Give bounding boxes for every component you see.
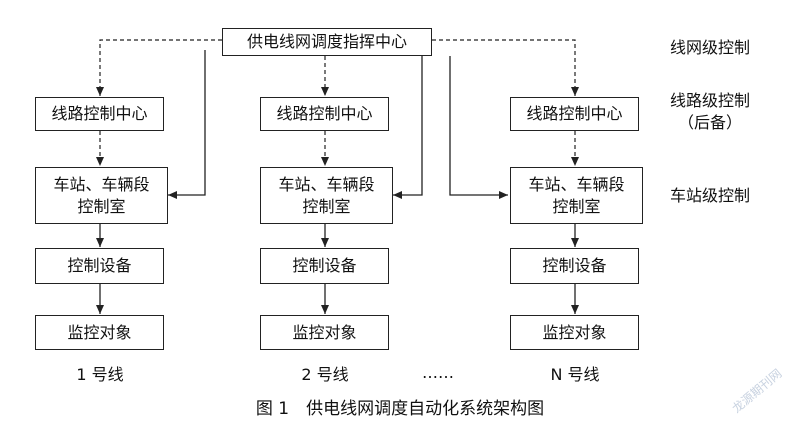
ellipsis: ……: [422, 363, 454, 382]
solid-connector-center-to-station2: [393, 56, 423, 199]
line-label-1: 1 号线: [76, 365, 124, 384]
dashed-connector-center-to-lineN: [432, 39, 579, 96]
station-control-room-box-2: 车站、车辆段 控制室: [260, 167, 393, 224]
level-label-station: 车站级控制: [669, 186, 750, 205]
figure-caption: 图 1 供电线网调度自动化系统架构图: [255, 399, 545, 419]
line-label-n: N 号线: [550, 365, 600, 384]
line-control-center-box-n: 线路控制中心: [510, 97, 639, 131]
monitored-object-box-n: 监控对象: [510, 315, 639, 350]
line-label-2: 2 号线: [301, 365, 349, 384]
dashed-connector-center-to-line1: [96, 39, 222, 96]
monitored-object-box-1: 监控对象: [35, 315, 164, 350]
station-control-room-box-1: 车站、车辆段 控制室: [35, 167, 168, 224]
level-label-line: 线路级控制 （后备）: [669, 91, 750, 132]
control-device-box-1: 控制设备: [35, 248, 164, 284]
station-control-room-box-n: 车站、车辆段 控制室: [510, 167, 643, 224]
dispatch-center-box: 供电线网调度指挥中心: [222, 28, 432, 56]
line-control-center-box-1: 线路控制中心: [35, 97, 164, 131]
line-control-center-box-2: 线路控制中心: [260, 97, 389, 131]
solid-connector-center-to-stationN: [449, 56, 508, 199]
level-label-network: 线网级控制: [669, 38, 750, 57]
monitored-object-box-2: 监控对象: [260, 315, 389, 350]
control-device-box-n: 控制设备: [510, 248, 639, 284]
solid-connector-center-to-station1: [168, 50, 206, 199]
control-device-box-2: 控制设备: [260, 248, 389, 284]
